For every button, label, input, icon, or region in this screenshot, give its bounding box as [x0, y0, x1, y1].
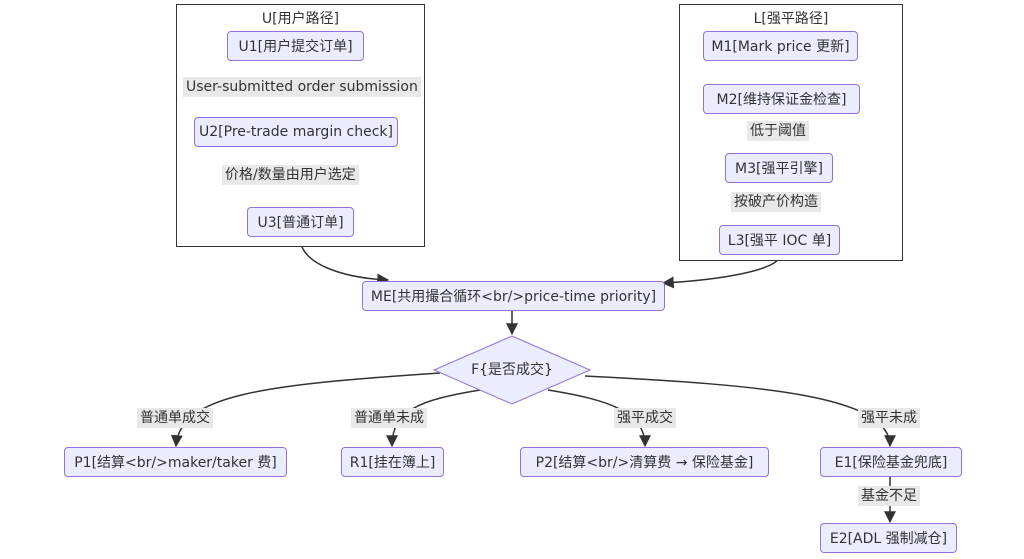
- node-p1[interactable]: P1[结算<br/>maker/taker 费]: [64, 447, 287, 477]
- node-p2[interactable]: P2[结算<br/>清算费 → 保险基金]: [520, 447, 769, 477]
- node-m2[interactable]: M2[维持保证金检查]: [703, 84, 860, 114]
- cluster-user-path-title: U[用户路径]: [261, 11, 340, 27]
- node-l3[interactable]: L3[强平 IOC 单]: [719, 225, 840, 255]
- node-m1[interactable]: M1[Mark price 更新]: [703, 31, 858, 61]
- edge-label-u2-u3: 价格/数量由用户选定: [222, 165, 359, 185]
- edge-label-m2-m3: 低于阈值: [747, 121, 809, 141]
- cluster-liquidation-path-title: L[强平路径]: [753, 11, 829, 27]
- edge-f-p1: [170, 372, 441, 448]
- edge-label-f-e1: 强平未成: [858, 408, 920, 428]
- node-u2[interactable]: U2[Pre-trade margin check]: [194, 117, 398, 147]
- edge-label-f-p2: 强平成交: [614, 408, 676, 428]
- edge-label-f-p1: 普通单成交: [137, 408, 213, 428]
- node-r1[interactable]: R1[挂在簿上]: [341, 447, 444, 477]
- node-e2[interactable]: E2[ADL 强制减仓]: [820, 523, 957, 553]
- node-u3[interactable]: U3[普通订单]: [247, 207, 354, 237]
- edge-label-u1-u2: User-submitted order submission: [183, 77, 421, 97]
- edge-label-f-r1: 普通单未成: [351, 408, 427, 428]
- node-m3[interactable]: M3[强平引擎]: [725, 153, 833, 183]
- node-u1[interactable]: U1[用户提交订单]: [227, 31, 364, 61]
- node-me[interactable]: ME[共用撮合循环<br/>price-time priority]: [362, 281, 665, 311]
- edge-label-e1-e2: 基金不足: [858, 486, 920, 506]
- node-f-label: F{是否成交}: [471, 362, 553, 378]
- node-e1[interactable]: E1[保险基金兜底]: [820, 447, 962, 477]
- edge-label-m3-l3: 按破产价构造: [731, 192, 821, 212]
- node-f-diamond[interactable]: [432, 335, 592, 405]
